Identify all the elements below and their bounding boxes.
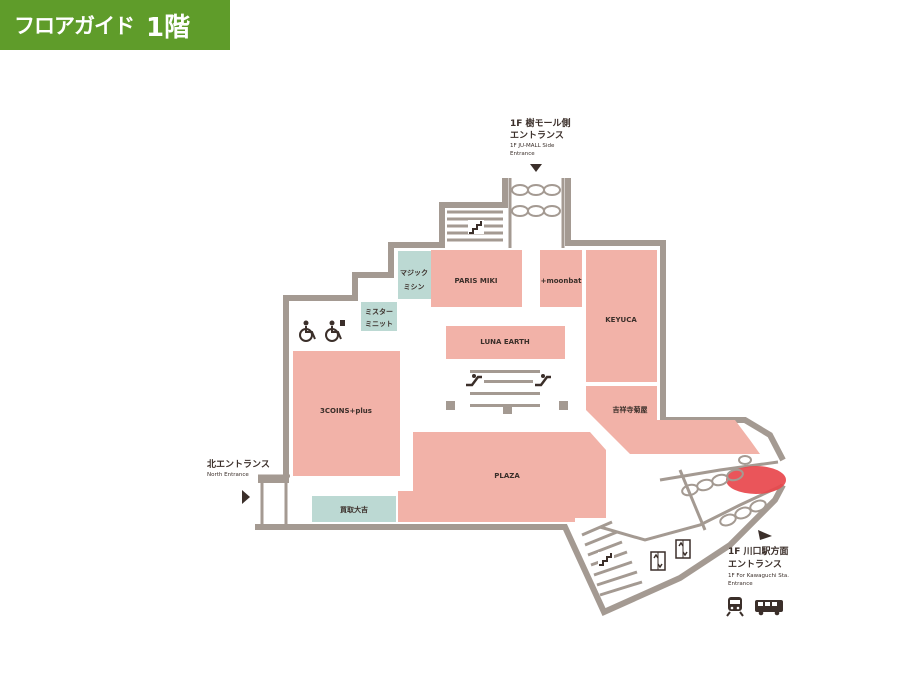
label-plaza: PLAZA bbox=[494, 472, 520, 480]
kawaguchi-entrance-en-1: 1F For Kawaguchi Sta. bbox=[728, 573, 789, 579]
top-entrance-jp-2: エントランス bbox=[510, 130, 564, 141]
kawaguchi-entrance-label: 1F 川口駅方面 エントランス 1F For Kawaguchi Sta. En… bbox=[728, 545, 789, 587]
bus-icon bbox=[755, 600, 783, 616]
escalator-line-2 bbox=[470, 380, 540, 383]
escalator-icon bbox=[533, 373, 553, 387]
wheelchair-icon bbox=[299, 320, 316, 342]
stairs-top bbox=[447, 210, 503, 242]
current-location-highlight bbox=[726, 466, 786, 494]
services bbox=[312, 251, 431, 522]
escalator-line-3 bbox=[470, 392, 540, 395]
svc-magic-mishin[interactable] bbox=[398, 251, 431, 299]
stairs-icon bbox=[598, 552, 614, 566]
top-entrance-label: 1F 樹モール側 エントランス 1F JU-MALL Side Entrance bbox=[510, 117, 571, 157]
shop-kichijoji-extension bbox=[657, 420, 760, 454]
shop-paris-miki[interactable] bbox=[431, 250, 522, 307]
label-magic-mishin-1: マジック bbox=[400, 268, 428, 277]
label-mister-minit-2: ミニット bbox=[365, 320, 393, 328]
pillar-2 bbox=[503, 405, 512, 414]
entrance-arrow-icon bbox=[530, 164, 542, 172]
elevator-icon bbox=[650, 551, 666, 571]
label-magic-mishin-2: ミシン bbox=[404, 283, 425, 291]
elevator-icon bbox=[675, 539, 691, 559]
label-3coins: 3COINS+plus bbox=[320, 407, 372, 415]
label-mister-minit-1: ミスター bbox=[365, 307, 393, 316]
label-kaitori-daikichi: 買取大吉 bbox=[339, 505, 368, 514]
escalator-line-1 bbox=[470, 370, 540, 373]
shop-3coins[interactable] bbox=[293, 351, 400, 476]
top-entrance-en-2: Entrance bbox=[510, 151, 535, 157]
wall-se-door bbox=[678, 469, 707, 531]
entrance-arrow-icon bbox=[242, 490, 250, 504]
top-entrance-doors bbox=[511, 184, 561, 217]
stairs-bottom bbox=[581, 520, 643, 597]
label-luna-earth: LUNA EARTH bbox=[480, 338, 530, 346]
top-entrance-jp-1: 1F 樹モール側 bbox=[510, 117, 571, 129]
top-entrance-en-1: 1F JU-MALL Side bbox=[510, 143, 555, 149]
north-entrance-jp: 北エントランス bbox=[207, 458, 270, 470]
kawaguchi-entrance-jp-1: 1F 川口駅方面 bbox=[728, 545, 789, 557]
label-moonbat: +moonbat bbox=[541, 277, 582, 285]
wall-outline-left bbox=[258, 178, 508, 483]
label-paris-miki: PARIS MIKI bbox=[455, 277, 498, 285]
north-entrance-en: North Entrance bbox=[207, 472, 249, 478]
svc-kaitori-daikichi[interactable] bbox=[312, 496, 396, 522]
pillar-1 bbox=[446, 401, 455, 410]
entrance-arrow-icon bbox=[758, 530, 772, 540]
floor-guide-title: フロアガイド bbox=[14, 14, 135, 38]
kawaguchi-entrance-jp-2: エントランス bbox=[728, 559, 782, 570]
outer-walls bbox=[255, 178, 786, 616]
stairs-icon bbox=[468, 220, 484, 234]
wall-se-corridor bbox=[599, 483, 784, 542]
escalator-area bbox=[446, 370, 568, 414]
wall-outline-bottom bbox=[255, 483, 786, 616]
shop-plaza[interactable] bbox=[398, 432, 606, 522]
shop-moonbat[interactable] bbox=[540, 250, 582, 307]
north-entrance-label: 北エントランス North Entrance bbox=[207, 458, 270, 478]
svc-mister-minit[interactable] bbox=[361, 302, 397, 331]
label-keyuca: KEYUCA bbox=[605, 316, 637, 324]
baby-wheelchair-icon bbox=[325, 320, 345, 342]
shop-labels: PARIS MIKI +moonbat KEYUCA LUNA EARTH 3C… bbox=[320, 268, 647, 514]
label-kichijoji-kikuya: 吉祥寺菊屋 bbox=[613, 405, 648, 414]
shops bbox=[293, 250, 760, 522]
wall-se-corridor-inner bbox=[659, 460, 779, 482]
shop-kichijoji-kikuya[interactable] bbox=[586, 386, 657, 454]
train-icon bbox=[726, 597, 744, 617]
shop-keyuca[interactable] bbox=[586, 250, 657, 382]
shop-luna-earth[interactable] bbox=[446, 326, 565, 359]
kawaguchi-entrance-en-2: Entrance bbox=[728, 581, 753, 587]
escalator-icon bbox=[464, 373, 484, 387]
se-entrance-doors bbox=[681, 455, 767, 527]
floor-number: 1階 bbox=[146, 12, 191, 43]
pillar-3 bbox=[559, 401, 568, 410]
floor-guide-badge: フロアガイド 1階 bbox=[0, 0, 230, 50]
